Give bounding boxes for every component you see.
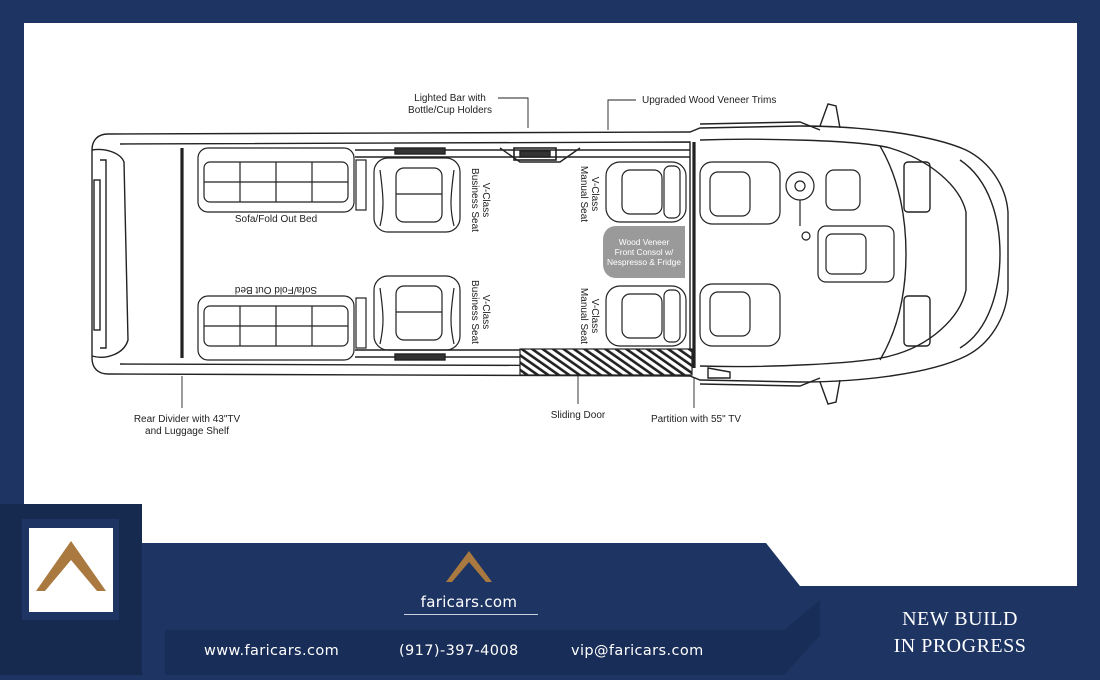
manual-seat-bottom-line2: Manual Seat <box>578 287 589 345</box>
leader-lines <box>181 97 695 408</box>
new-build-line2: IN PROGRESS <box>893 635 1027 657</box>
business-seat-top-line1: V-Class <box>480 182 491 218</box>
faricars-logo-icon <box>36 541 106 591</box>
email-link[interactable]: vip@faricars.com <box>571 643 704 659</box>
rear-divider-label-line1: Rear Divider with 43"TV <box>133 414 241 425</box>
sliding-door-hatch <box>519 348 693 376</box>
new-build-line1: NEW BUILD <box>902 608 1018 630</box>
business-seat-top-label: V-Class Business Seat <box>467 155 491 245</box>
console-label-line3: Nespresso & Fridge <box>606 257 681 267</box>
rear-divider-label-line2: and Luggage Shelf <box>145 426 229 437</box>
phone-link[interactable]: (917)-397-4008 <box>399 643 519 659</box>
sofa-top <box>197 147 367 213</box>
console-shape <box>603 226 685 278</box>
manual-seat-top <box>605 161 687 223</box>
brand-name: faricars.com <box>420 593 518 611</box>
lighted-bar-label-line1: Lighted Bar with <box>414 93 486 104</box>
website-link[interactable]: www.faricars.com <box>204 643 340 659</box>
cab-seats <box>699 161 895 347</box>
manual-seat-top-line2: Manual Seat <box>578 165 589 223</box>
business-seat-bottom-line1: V-Class <box>480 294 491 330</box>
brand-underline <box>404 614 538 615</box>
upgraded-trims-label: Upgraded Wood Veneer Trims <box>642 95 777 106</box>
footer-right-band <box>784 608 1100 675</box>
business-seat-bottom-label: V-Class Business Seat <box>467 267 491 357</box>
business-seat-top-line2: Business Seat <box>469 168 480 232</box>
console-label: Wood Veneer Front Consol w/ Nespresso & … <box>603 226 685 278</box>
business-seat-bottom-line2: Business Seat <box>469 280 480 344</box>
partition-label: Partition with 55" TV <box>650 414 742 425</box>
manual-seat-top-line1: V-Class <box>589 176 600 212</box>
logo-box <box>29 528 113 612</box>
sliding-door-label: Sliding Door <box>550 410 606 421</box>
lighted-bar-label-line2: Bottle/Cup Holders <box>408 105 492 116</box>
sofa-bottom-label: Sofa/Fold Out Bed <box>234 284 318 295</box>
manual-seat-bottom-label: V-Class Manual Seat <box>576 276 600 356</box>
rear-divider-label: Rear Divider with 43"TV and Luggage Shel… <box>122 414 252 438</box>
manual-seat-top-label: V-Class Manual Seat <box>576 154 600 234</box>
business-seat-bottom <box>373 275 461 351</box>
manual-seat-bottom-line1: V-Class <box>589 298 600 334</box>
console-label-line1: Wood Veneer <box>618 237 670 247</box>
business-seat-top <box>373 157 461 233</box>
new-build-banner: NEW BUILD IN PROGRESS <box>860 606 1060 660</box>
console-label-line2: Front Consol w/ <box>614 247 674 257</box>
faricars-logo-small-icon <box>446 551 492 582</box>
lighted-bar-label: Lighted Bar with Bottle/Cup Holders <box>400 93 500 117</box>
manual-seat-bottom <box>605 285 687 347</box>
footer-contact-band <box>165 600 820 675</box>
sofa-top-label: Sofa/Fold Out Bed <box>234 214 318 225</box>
sofa-bottom <box>197 295 367 361</box>
